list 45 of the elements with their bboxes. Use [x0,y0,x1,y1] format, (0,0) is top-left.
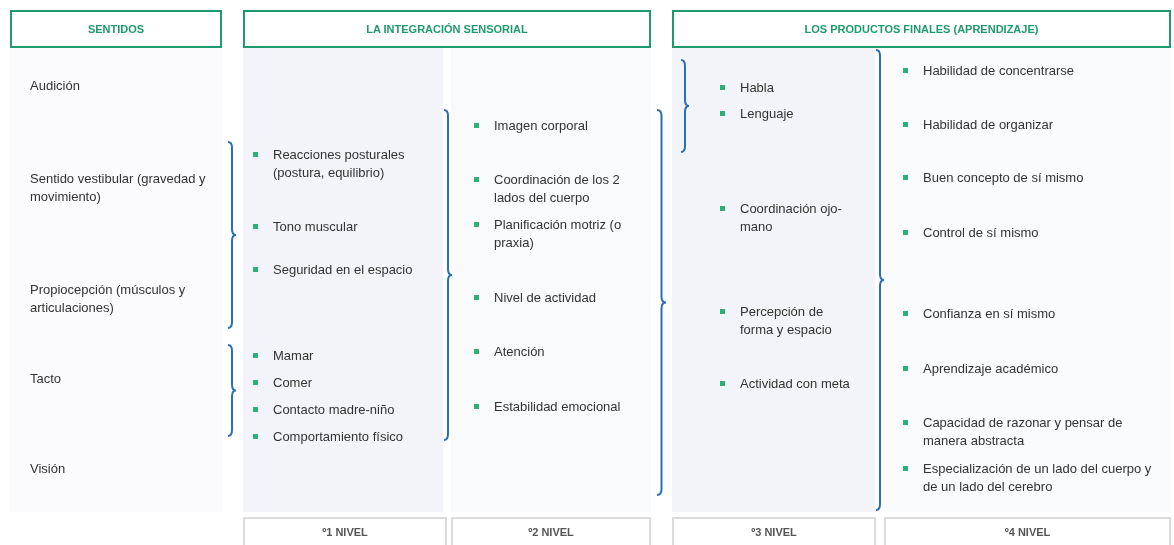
list-item-text: Actividad con meta [740,375,850,393]
list-item-text: Control de sí mismo [923,224,1039,242]
list-item-text: Planificación motriz (o praxia) [494,216,623,252]
header-text: SENTIDOS [87,23,145,35]
header-text: º3 NIVEL [751,526,797,538]
list-item-text: Comer [273,374,312,392]
sense-label: Visión [30,460,66,478]
list-item-text: Especialización de un lado del cuerpo y de un lado del cerebro [923,460,1153,496]
header-text: º1 NIVEL [322,526,368,538]
list-item-text: Habilidad de organizar [923,116,1054,134]
header-text: º2 NIVEL [528,526,574,538]
header-text: º4 NIVEL [1004,526,1051,538]
column-header [243,10,651,48]
list-item-text: Comportamiento físico [273,428,404,446]
sense-label: Propiocepción (músculos y articulaciones) [30,281,187,317]
list-item-text: Buen concepto de sí mismo [923,169,1084,187]
list-item-text: Percepción de forma y espacio [740,303,833,339]
list-item-text: Habilidad de concentrarse [923,62,1075,80]
list-item-text: Coordinación de los 2 lados del cuerpo [494,171,621,207]
list-item-text: Estabilidad emocional [494,398,621,416]
list-item-text: Habla [740,79,774,97]
column-header [10,10,222,48]
sense-label: Tacto [30,370,62,388]
header-text: LOS PRODUCTOS FINALES (APRENDIZAJE) [804,23,1039,35]
column-header [672,10,1171,48]
list-item-text: Capacidad de razonar y pensar de manera abstracta [923,414,1124,450]
list-item-text: Tono muscular [273,218,358,236]
list-item-text: Atención [494,343,545,361]
list-item-text: Seguridad en el espacio [273,261,413,279]
list-item-text: Lenguaje [740,105,794,123]
sense-label: Sentido vestibular (gravedad y movimiento) [30,170,207,206]
header-text: LA INTEGRACIÓN SENSORIAL [366,23,528,35]
list-item-text: Nivel de actividad [494,289,596,307]
list-item-text: Contacto madre-niño [273,401,395,419]
level-box [884,517,1171,545]
list-item-text: Mamar [273,347,314,365]
list-item-text: Imagen corporal [494,117,588,135]
level-box [672,517,876,545]
level-box [451,517,651,545]
list-item-text: Confianza en sí mismo [923,305,1056,323]
list-item-text: Aprendizaje académico [923,360,1059,378]
level-box [243,517,447,545]
list-item-text: Coordinación ojo-mano [740,200,843,236]
list-item-text: Reacciones posturales (postura, equilibrio) [273,146,406,182]
sense-label: Audición [30,77,80,95]
